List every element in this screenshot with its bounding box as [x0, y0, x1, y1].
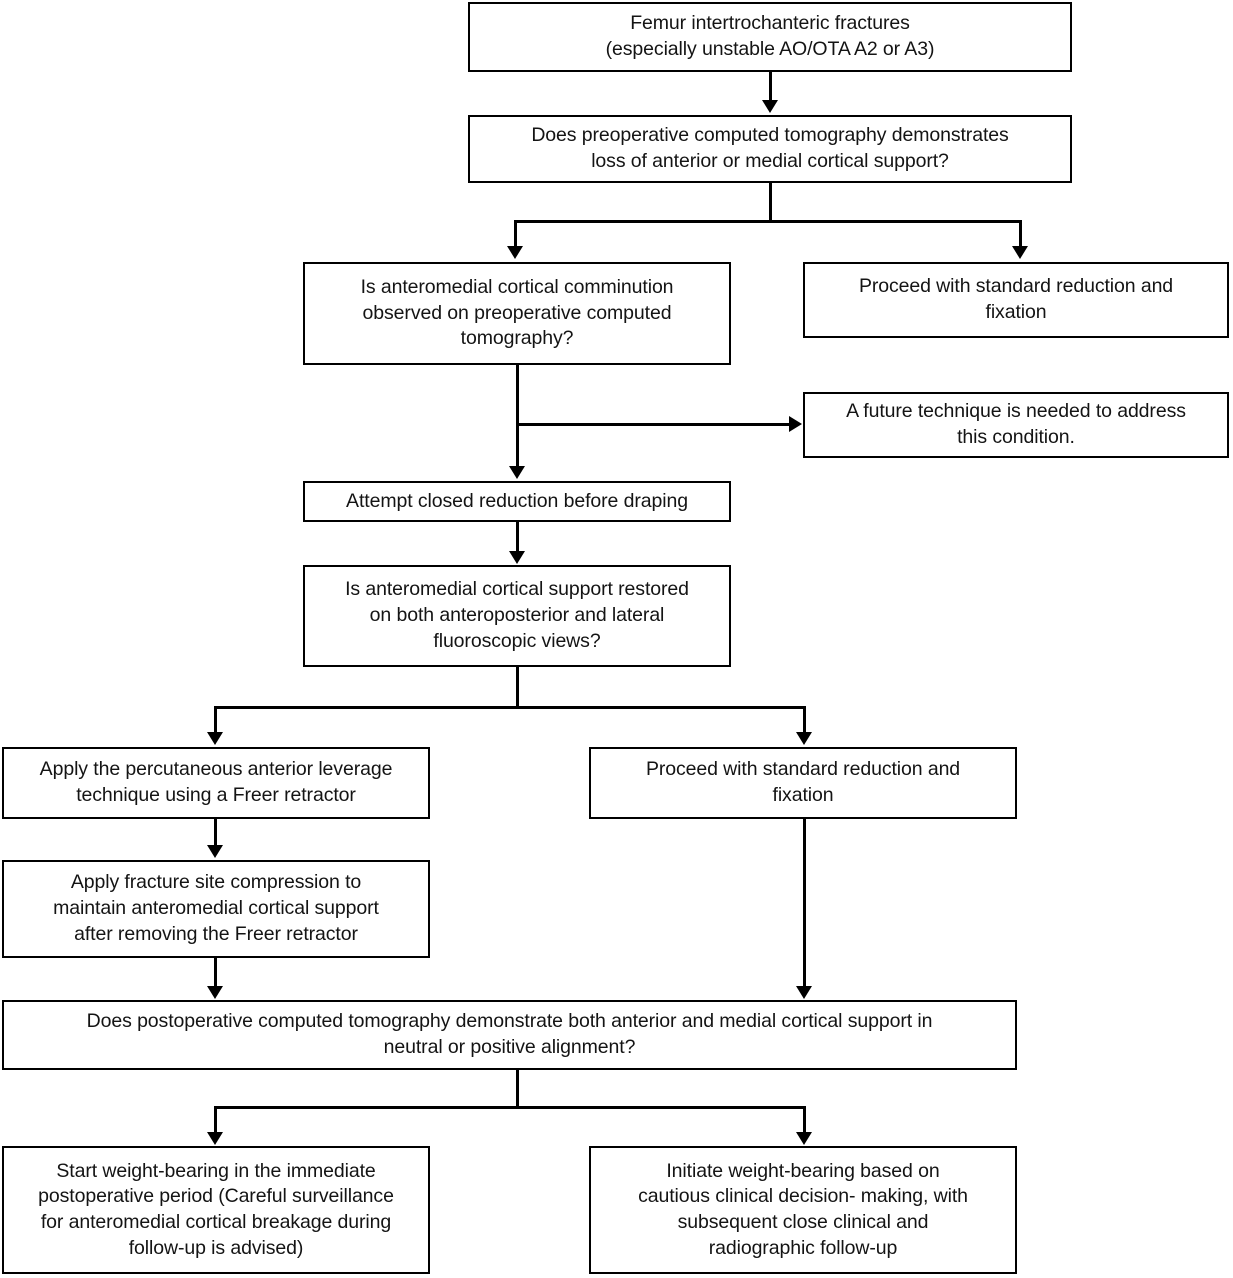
arrow-n11-n13-icon	[796, 1132, 812, 1145]
connector-n8-n10	[214, 819, 217, 847]
connector-n1-n2	[769, 72, 772, 102]
arrow-n3-n6-icon	[509, 466, 525, 479]
connector-n7-stem	[516, 667, 519, 708]
arrow-n8-n10-icon	[207, 845, 223, 858]
connector-n7-right-arm	[803, 706, 806, 734]
arrow-n7-n9-icon	[796, 732, 812, 745]
connector-n2-left-arm	[514, 220, 517, 248]
connector-n7-left-arm	[214, 706, 217, 734]
node-postoperative-ct-question: Does postoperative computed tomography d…	[2, 1000, 1017, 1070]
connector-n3-n5	[516, 423, 790, 426]
connector-n3-stem	[516, 365, 519, 468]
arrow-n3-n5-icon	[789, 416, 802, 432]
connector-n11-right-arm	[803, 1106, 806, 1134]
node-percutaneous-anterior-leverage: Apply the percutaneous anterior leverage…	[2, 747, 430, 819]
node-attempt-closed-reduction: Attempt closed reduction before draping	[303, 481, 731, 522]
node-cortical-support-restored-question: Is anteromedial cortical support restore…	[303, 565, 731, 667]
node-future-technique-needed: A future technique is needed to address …	[803, 392, 1229, 458]
connector-n10-n11	[214, 958, 217, 988]
connector-n11-bar	[214, 1106, 806, 1109]
node-preoperative-ct-question: Does preoperative computed tomography de…	[468, 115, 1072, 183]
node-standard-reduction-lower: Proceed with standard reduction and fixa…	[589, 747, 1017, 819]
node-anteromedial-comminution-question: Is anteromedial cortical comminution obs…	[303, 262, 731, 365]
connector-n11-stem	[516, 1070, 519, 1109]
node-start-weight-bearing-immediate: Start weight-bearing in the immediate po…	[2, 1146, 430, 1274]
node-femur-intertrochanteric-fractures: Femur intertrochanteric fractures (espec…	[468, 2, 1072, 72]
node-fracture-site-compression: Apply fracture site compression to maint…	[2, 860, 430, 958]
arrow-n1-n2-icon	[762, 100, 778, 113]
connector-n2-bar	[514, 220, 1022, 223]
connector-n11-left-arm	[214, 1106, 217, 1134]
connector-n2-right-arm	[1019, 220, 1022, 248]
node-standard-reduction-upper: Proceed with standard reduction and fixa…	[803, 262, 1229, 338]
arrow-n7-n8-icon	[207, 732, 223, 745]
arrow-n9-n11-icon	[796, 986, 812, 999]
node-initiate-weight-bearing-cautious: Initiate weight-bearing based on cautiou…	[589, 1146, 1017, 1274]
arrow-n2-n3-icon	[507, 246, 523, 259]
arrow-n10-n11-icon	[207, 986, 223, 999]
arrow-n2-n4-icon	[1012, 246, 1028, 259]
connector-n6-n7	[516, 522, 519, 553]
connector-n9-n11	[803, 819, 806, 988]
connector-n2-stem	[769, 183, 772, 222]
arrow-n11-n12-icon	[207, 1132, 223, 1145]
arrow-n6-n7-icon	[509, 551, 525, 564]
connector-n7-bar	[214, 706, 806, 709]
